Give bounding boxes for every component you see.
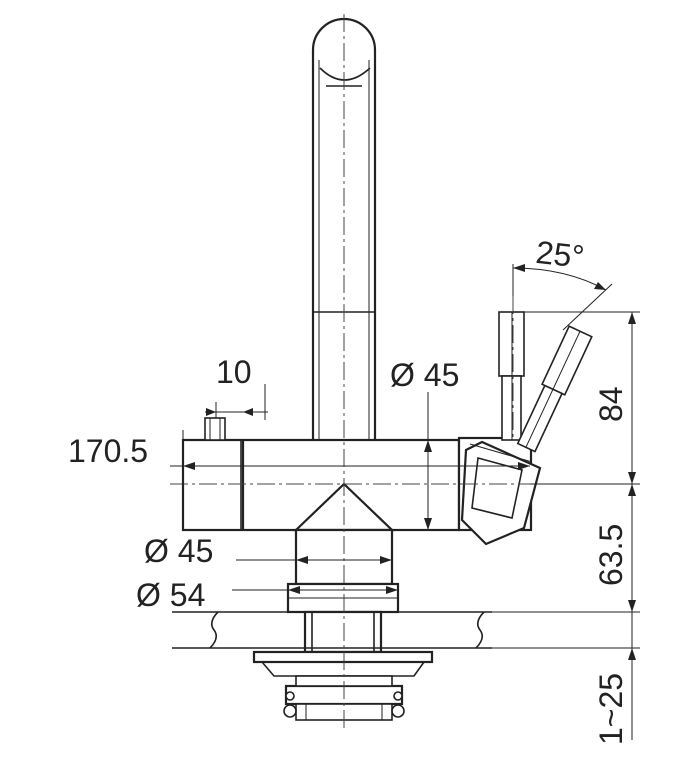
countertop: [172, 611, 492, 649]
base-height-dimension-label: 63.5: [593, 524, 629, 586]
base-mount: [252, 528, 434, 721]
length-dimension-label: 170.5: [68, 433, 148, 469]
dimension-labels: 170.5 10 Ø 45 Ø 45 Ø 54 25° 84 63.5 1~25: [68, 234, 629, 745]
base-diameter-dimension-label: Ø 45: [144, 533, 213, 569]
dimension-lines: [170, 264, 640, 740]
mount-thickness-dimension-label: 1~25: [593, 673, 629, 745]
flange-diameter-dimension-label: Ø 54: [136, 577, 205, 613]
lever-angle-dimension-label: 25°: [534, 234, 586, 275]
body-diameter-dimension-label: Ø 45: [390, 357, 459, 393]
lever: [460, 311, 593, 546]
center-lines: [170, 14, 548, 728]
nut-height-dimension-label: 10: [216, 354, 252, 390]
lever-height-dimension-label: 84: [593, 386, 629, 422]
